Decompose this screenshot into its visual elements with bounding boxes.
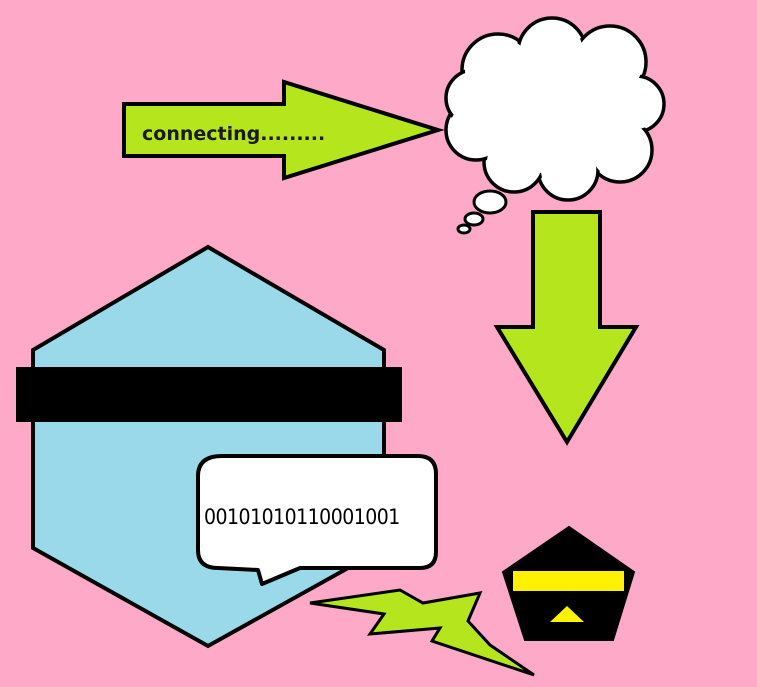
thought-bubble-small (456, 223, 472, 235)
binary-text: 00101010110001001 (204, 505, 400, 529)
right-arrow-shape (122, 79, 445, 181)
hexagon-server-icon (16, 244, 402, 649)
hexagon-black-band (16, 367, 402, 422)
lightning-bolt-icon (309, 588, 535, 677)
connecting-arrow: connecting......... (122, 79, 445, 181)
binary-speech-bubble: 00101010110001001 (196, 454, 438, 586)
thought-bubble-medium (463, 211, 485, 227)
speech-bubble-shape (196, 454, 438, 586)
down-arrow-shape (493, 210, 640, 446)
pentagon-yellow-triangle (550, 606, 584, 622)
arrow-label: connecting......... (142, 123, 325, 145)
thought-bubble-large (472, 189, 508, 215)
thought-cloud-icon (444, 16, 666, 235)
pentagon-device-icon (501, 525, 636, 641)
pentagon-yellow-band (513, 571, 624, 591)
hexagon-body (31, 244, 386, 649)
